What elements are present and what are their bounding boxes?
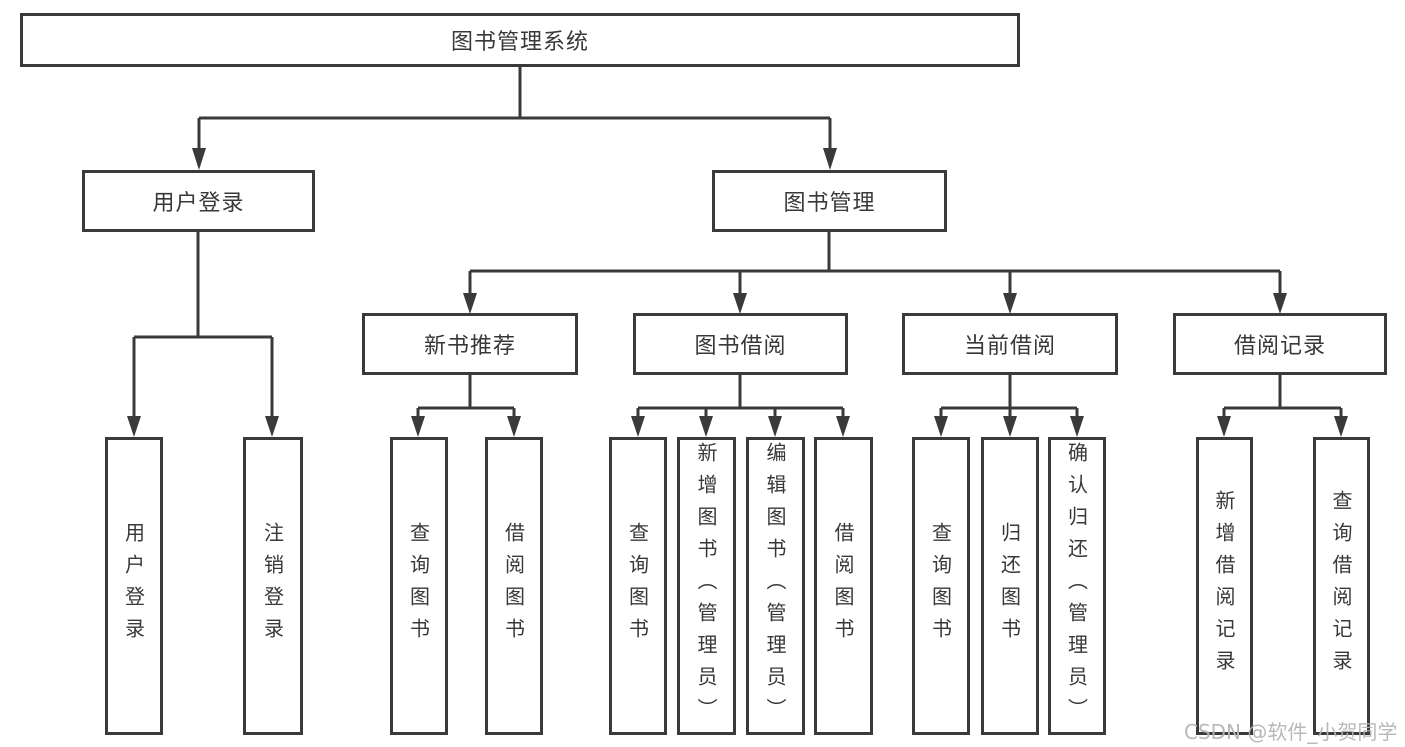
node-current-borrow-label: 当前借阅 (963, 334, 1056, 359)
leaf-cb-confirm-return: 确认归还（管理员） (1048, 437, 1106, 735)
node-root: 图书管理系统 (20, 13, 1020, 67)
node-borrow-records-label: 借阅记录 (1233, 334, 1326, 359)
leaf-rec-query-record: 查询借阅记录 (1313, 437, 1370, 735)
leaf-bb-add-books: 新增图书（管理员） (677, 437, 736, 735)
node-user-login: 用户登录 (82, 170, 315, 232)
leaf-user-login-label: 用户登录 (121, 522, 146, 650)
leaf-bb-add-books-label: 新增图书（管理员） (694, 442, 718, 730)
node-new-book-recommend-label: 新书推荐 (423, 334, 516, 359)
leaf-rec-add-record-label: 新增借阅记录 (1212, 490, 1236, 682)
leaf-logout-label: 注销登录 (260, 522, 285, 650)
node-book-borrow-label: 图书借阅 (694, 334, 787, 359)
leaf-bb-query-books-label: 查询图书 (625, 522, 650, 650)
leaf-cb-return-books: 归还图书 (981, 437, 1039, 735)
leaf-nb-borrow-books: 借阅图书 (485, 437, 543, 735)
leaf-bb-edit-books: 编辑图书（管理员） (746, 437, 805, 735)
leaf-nb-query-books-label: 查询图书 (406, 522, 431, 650)
leaf-cb-return-books-label: 归还图书 (997, 522, 1022, 650)
node-book-management-label: 图书管理 (783, 191, 876, 216)
leaf-rec-query-record-label: 查询借阅记录 (1329, 490, 1353, 682)
leaf-user-login: 用户登录 (105, 437, 163, 735)
leaf-bb-borrow-books-label: 借阅图书 (831, 522, 855, 650)
leaf-bb-borrow-books: 借阅图书 (814, 437, 873, 735)
node-new-book-recommend: 新书推荐 (362, 313, 578, 375)
leaf-cb-confirm-return-label: 确认归还（管理员） (1064, 442, 1089, 730)
leaf-nb-borrow-books-label: 借阅图书 (501, 522, 526, 650)
node-book-management: 图书管理 (712, 170, 947, 232)
node-book-borrow: 图书借阅 (633, 313, 848, 375)
leaf-bb-edit-books-label: 编辑图书（管理员） (763, 442, 787, 730)
leaf-cb-query-books: 查询图书 (912, 437, 970, 735)
node-borrow-records: 借阅记录 (1173, 313, 1387, 375)
node-user-login-label: 用户登录 (152, 191, 245, 216)
leaf-cb-query-books-label: 查询图书 (928, 522, 953, 650)
node-current-borrow: 当前借阅 (902, 313, 1118, 375)
leaf-bb-query-books: 查询图书 (609, 437, 667, 735)
watermark: CSDN @软件_小贺同学 (1184, 720, 1398, 744)
leaf-logout: 注销登录 (243, 437, 303, 735)
leaf-nb-query-books: 查询图书 (390, 437, 448, 735)
node-root-label: 图书管理系统 (450, 30, 589, 55)
leaf-rec-add-record: 新增借阅记录 (1196, 437, 1253, 735)
